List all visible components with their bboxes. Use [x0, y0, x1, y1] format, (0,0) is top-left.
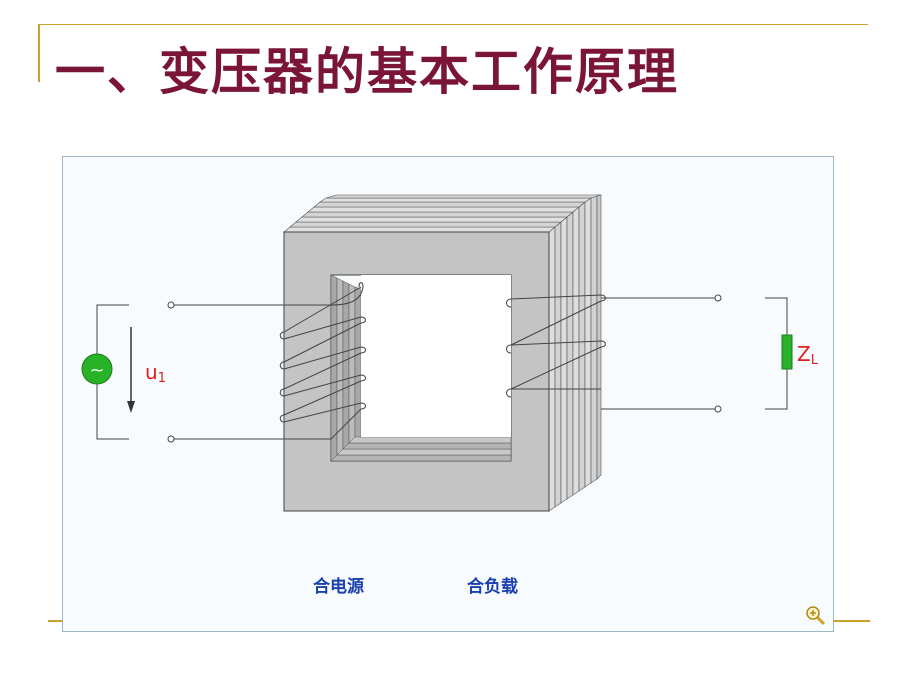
- core-window-inner-left: [330, 274, 362, 462]
- secondary-terminal-bottom: [714, 405, 722, 413]
- ac-source-icon: ~: [89, 360, 104, 381]
- primary-terminal-bottom: [167, 435, 175, 443]
- primary-winding: [279, 282, 366, 440]
- secondary-winding: [506, 294, 606, 398]
- secondary-terminal-top: [714, 294, 722, 302]
- load-resistor: [781, 334, 793, 370]
- ac-source: ~: [81, 353, 113, 385]
- secondary-circuit: [601, 297, 788, 410]
- core-side-laminations: [548, 194, 602, 512]
- core-window: [361, 275, 511, 437]
- load-label: ZL: [797, 342, 819, 368]
- title-accent-top: [38, 24, 868, 25]
- title-accent-vertical: [38, 24, 40, 82]
- core-window-inner-bottom: [330, 436, 512, 462]
- voltage-arrow: [127, 327, 135, 413]
- connect-load-button[interactable]: 合负载: [467, 572, 518, 597]
- bottom-rule-right: [834, 620, 870, 622]
- bottom-rule-left: [48, 620, 66, 622]
- zoom-in-icon[interactable]: [805, 605, 827, 627]
- primary-terminal-top: [167, 301, 175, 309]
- voltage-label: u1: [145, 360, 166, 386]
- transformer-animation-panel: ~ u1 ZL 合电源 合负载: [62, 156, 834, 632]
- connect-source-button[interactable]: 合电源: [313, 572, 364, 597]
- transformer-diagram: ~ u1 ZL: [81, 194, 819, 512]
- slide-title: 一、变压器的基本工作原理: [55, 42, 679, 101]
- core-top-laminations: [283, 194, 602, 233]
